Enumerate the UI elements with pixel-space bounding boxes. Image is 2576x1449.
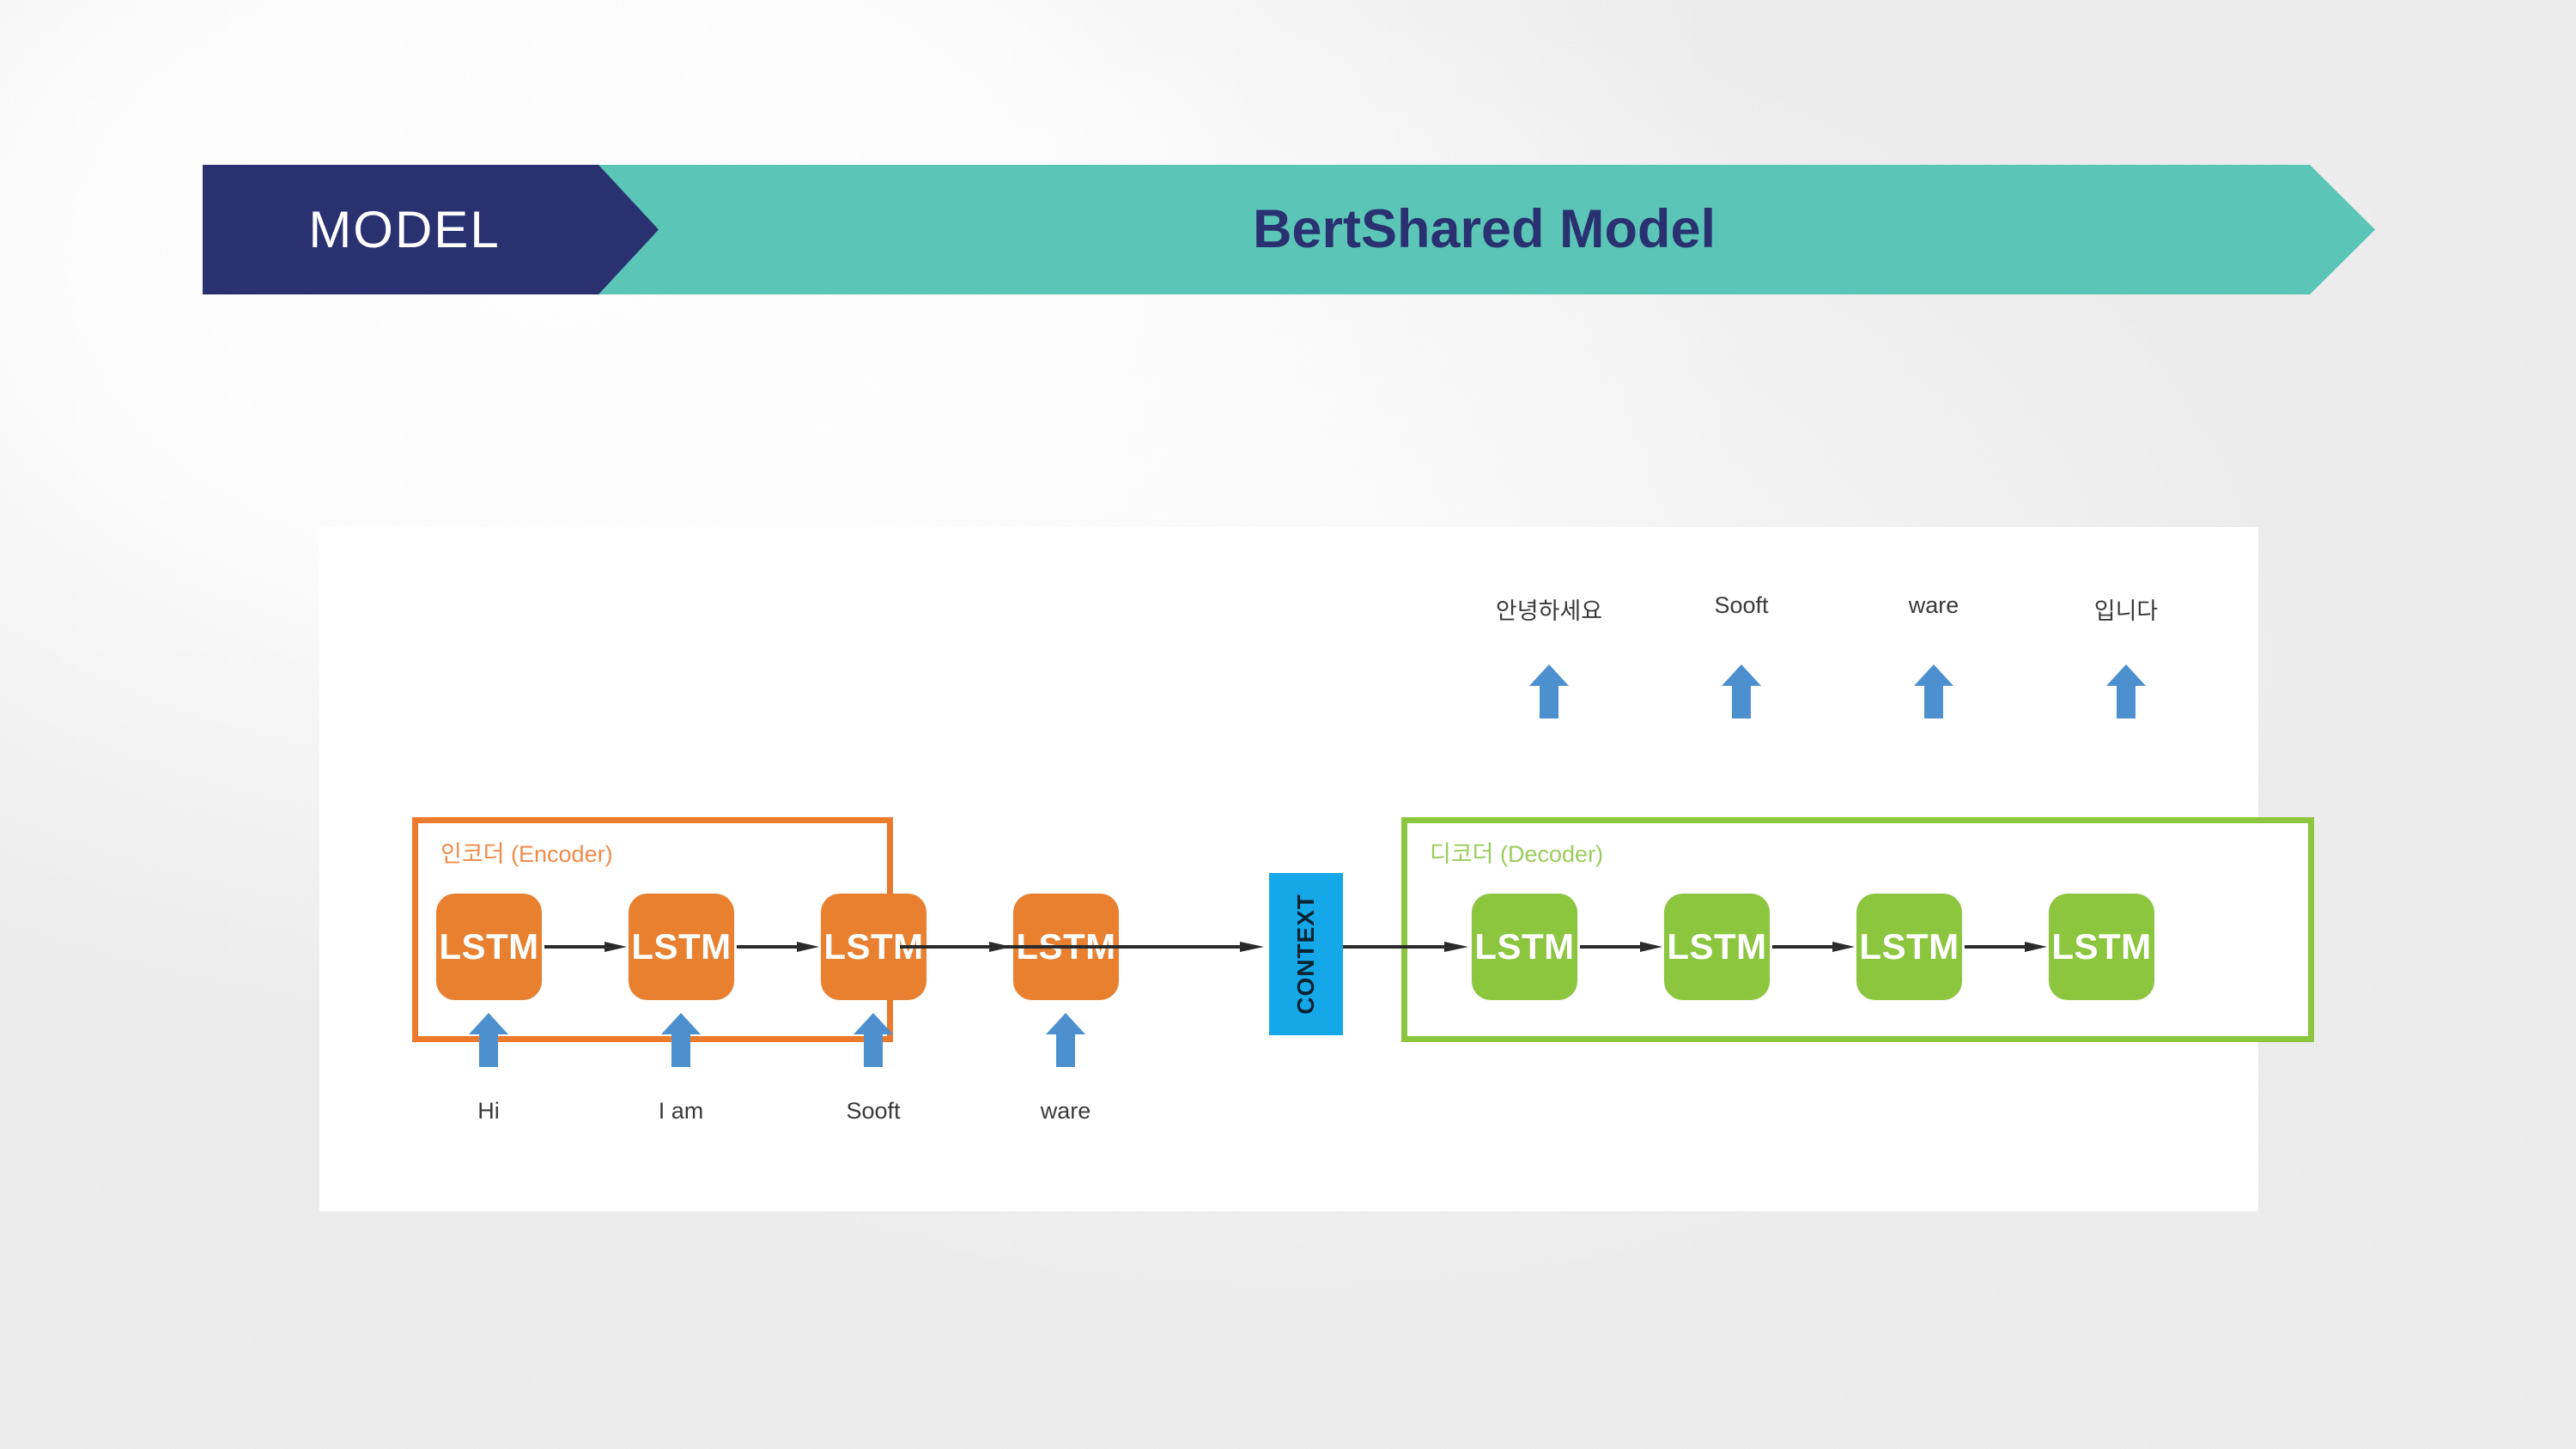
encoder-label: 인코더 (Encoder) — [440, 841, 613, 867]
encoder-lstm-cell: LSTM — [436, 894, 542, 1000]
context-block: CONTEXT — [1269, 873, 1343, 1035]
arrow-right-icon — [900, 942, 1264, 952]
output-token-label: Sooft — [1714, 592, 1769, 618]
arrow-up-icon — [854, 1013, 893, 1067]
decoder-lstm-cell: LSTM — [1472, 894, 1577, 1000]
banner-navy-chevron — [203, 165, 659, 294]
output-token-label: 입니다 — [2093, 598, 2159, 624]
arrow-up-icon — [1046, 1013, 1085, 1067]
arrow-right-icon — [1343, 942, 1468, 952]
arrow-up-icon — [2106, 664, 2146, 718]
banner-kicker-label: MODEL — [308, 200, 501, 258]
decoder-label: 디코더 (Decoder) — [1430, 841, 1604, 867]
arrow-up-icon — [1914, 664, 1953, 718]
arrow-up-icon — [661, 1013, 701, 1067]
arrow-up-icon — [1722, 664, 1761, 718]
header-banner: MODEL BertShared Model — [203, 165, 2375, 294]
decoder-lstm-cell: LSTM — [1856, 894, 1962, 1000]
arrow-up-icon — [1529, 664, 1569, 718]
seq2seq-diagram: 안녕하세요 Sooft ware 입니다 — [319, 527, 2314, 1211]
arrow-right-icon — [544, 942, 627, 952]
input-token-label: Hi — [477, 1098, 500, 1124]
arrow-right-icon — [737, 942, 819, 952]
arrow-up-icon — [469, 1013, 508, 1067]
input-token-label: Sooft — [846, 1098, 901, 1124]
output-token-label: ware — [1908, 592, 1959, 618]
diagram-panel: 안녕하세요 Sooft ware 입니다 — [319, 527, 2314, 1211]
arrow-right-icon — [1965, 942, 2047, 952]
page-title: BertShared Model — [1252, 199, 1716, 259]
context-label: CONTEXT — [1292, 894, 1319, 1015]
input-token-label: I am — [658, 1098, 704, 1124]
decoder-lstm-cell: LSTM — [1664, 894, 1770, 1000]
input-token-label: ware — [1040, 1098, 1091, 1124]
arrow-right-icon — [1772, 942, 1855, 952]
encoder-lstm-cell: LSTM — [629, 894, 734, 1000]
arrow-right-icon — [1580, 942, 1662, 952]
output-token-label: 안녕하세요 — [1495, 598, 1603, 624]
decoder-lstm-cell: LSTM — [2049, 894, 2154, 1000]
